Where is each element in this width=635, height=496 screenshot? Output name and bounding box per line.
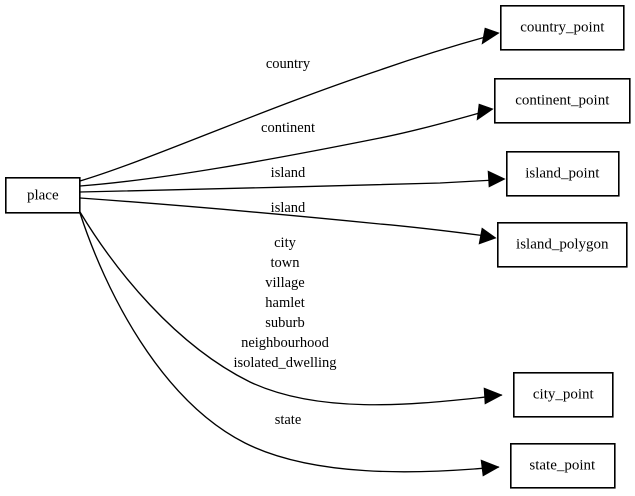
edge-island-point-arrowhead [487,170,506,188]
node-island-point[interactable]: island_point [505,151,620,197]
node-place[interactable]: place [5,177,81,214]
edge-label-city-line-3: village [265,275,304,291]
node-country-point-label: country_point [520,20,605,36]
edge-island-point[interactable] [79,170,506,193]
node-island-point-box [505,151,620,197]
edge-state-path-tail [473,466,500,470]
edge-label-state: state [275,412,302,428]
edge-country-path [79,35,490,182]
node-island-polygon[interactable]: island_polygon [496,222,628,268]
node-continent-point-label: continent_point [515,93,610,109]
edge-country-arrowhead [481,27,500,45]
edge-island-polygon-path [79,197,487,237]
node-continent-point[interactable]: continent_point [493,78,631,124]
node-state-point-box [509,442,616,489]
edge-state[interactable] [79,212,500,477]
edge-group [79,27,506,477]
edge-island-point-path [79,179,496,193]
edge-continent[interactable] [79,103,494,187]
edge-label-city-line-5: suburb [265,315,304,331]
node-city-point-box [512,371,614,418]
edge-label-island-point: island [271,165,306,181]
node-island-polygon-label: island_polygon [516,237,609,253]
node-continent-point-box [493,78,631,124]
edge-label-island-polygon: island [271,200,306,216]
edge-island-polygon[interactable] [79,197,497,245]
edge-label-city-line-4: hamlet [265,295,304,311]
edge-label-city-line-1: city [274,235,296,251]
node-place-box [5,177,81,214]
edge-label-city-stack: city town village hamlet suburb neighbou… [233,235,336,371]
edge-label-city-line-7: isolated_dwelling [233,355,336,371]
node-island-point-label: island_point [525,166,600,182]
edge-country[interactable] [79,27,500,182]
node-state-point-label: state_point [529,458,596,474]
node-group: place country_point continent_point isla… [5,5,631,489]
edge-continent-arrowhead [476,103,494,121]
edge-continent-path [79,111,484,187]
edge-city-path [79,211,478,406]
edge-label-city-line-2: town [271,255,301,271]
node-country-point[interactable]: country_point [499,5,625,51]
edge-label-city-line-6: neighbourhood [241,335,330,351]
edge-city[interactable] [79,211,503,406]
node-city-point[interactable]: city_point [512,371,614,418]
node-state-point[interactable]: state_point [509,442,616,489]
edge-label-country: country [266,56,311,72]
edge-label-group: country continent island island city tow… [233,56,336,428]
edge-island-polygon-arrowhead [478,227,497,245]
node-country-point-box [499,5,625,51]
node-island-polygon-box [496,222,628,268]
edge-state-path [79,212,475,473]
edge-label-continent: continent [261,120,315,136]
edge-city-path-tail [476,394,503,399]
node-place-label: place [27,188,59,204]
node-city-point-label: city_point [533,387,595,403]
